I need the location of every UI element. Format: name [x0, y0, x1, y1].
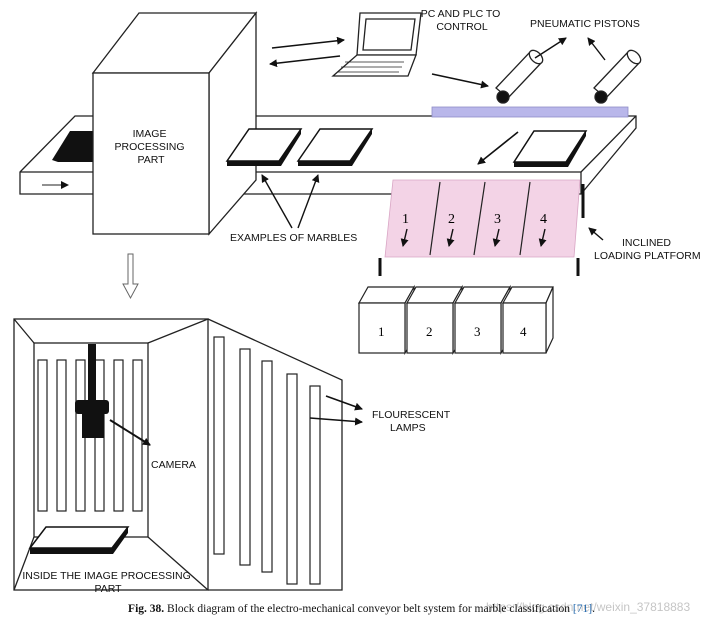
platform-number: 2 [448, 212, 455, 227]
marble-examples [225, 128, 588, 167]
belt-flow-arrow [477, 131, 519, 165]
platform-number: 1 [402, 212, 409, 227]
lamp-label-arrows [309, 395, 363, 426]
platform-number: 3 [494, 212, 501, 227]
bin [501, 286, 554, 354]
image-processing-label: IMAGE PROCESSING PART [115, 128, 188, 166]
bin-number: 3 [474, 324, 481, 339]
figure-caption: Fig. 38. Block diagram of the electro-me… [0, 603, 723, 615]
marble-label-arrows [261, 174, 320, 229]
piston-rail [431, 106, 629, 118]
collection-bins [357, 284, 554, 356]
pneumatic-piston-2 [593, 49, 642, 104]
pc-plc-label: PC AND PLC TO CONTROL [421, 8, 503, 33]
inside-view-arrow [122, 253, 139, 300]
bin-numbers: 1 2 3 4 [378, 324, 527, 339]
platform-label-arrow [588, 227, 604, 241]
bin-number: 1 [378, 324, 385, 339]
bin-number: 4 [520, 324, 527, 339]
laptop-link-arrows [269, 36, 489, 89]
laptop-icon [331, 12, 422, 77]
figure-number: Fig. 38. [128, 603, 165, 615]
platform-lane-arrows [400, 228, 547, 247]
pneumatic-pistons-label: PNEUMATIC PISTONS [530, 18, 640, 30]
inside-marble-slab [28, 526, 130, 554]
bin [453, 284, 512, 356]
examples-of-marbles-label: EXAMPLES OF MARBLES [230, 232, 357, 244]
bin [357, 284, 416, 356]
inside-processing-label: INSIDE THE IMAGE PROCESSING PART [22, 570, 193, 595]
camera-label: CAMERA [151, 459, 196, 471]
citation-link[interactable]: [71] [572, 603, 593, 615]
camera-label-arrow [109, 419, 151, 446]
platform-lane-numbers: 1 2 3 4 [402, 212, 547, 227]
platform-number: 4 [540, 212, 547, 227]
image-processing-box [91, 11, 258, 236]
side-wall-lamps [213, 336, 321, 585]
fluorescent-lamps-label: FLOURESCENT LAMPS [372, 409, 453, 434]
caption-text: Block diagram of the electro-mechanical … [167, 603, 571, 615]
bin-number: 2 [426, 324, 433, 339]
inclined-platform-label: INCLINED LOADING PLATFORM [594, 237, 701, 262]
inclined-loading-platform [378, 179, 585, 276]
watermark: https://blog.csdn.net/weixin_37818883 [486, 600, 691, 614]
camera-icon [75, 344, 109, 438]
bin [405, 284, 464, 356]
inside-chamber [13, 318, 343, 591]
marble-slab-left [52, 131, 97, 162]
piston-label-arrows [534, 37, 606, 61]
caption-end: . [592, 603, 595, 615]
